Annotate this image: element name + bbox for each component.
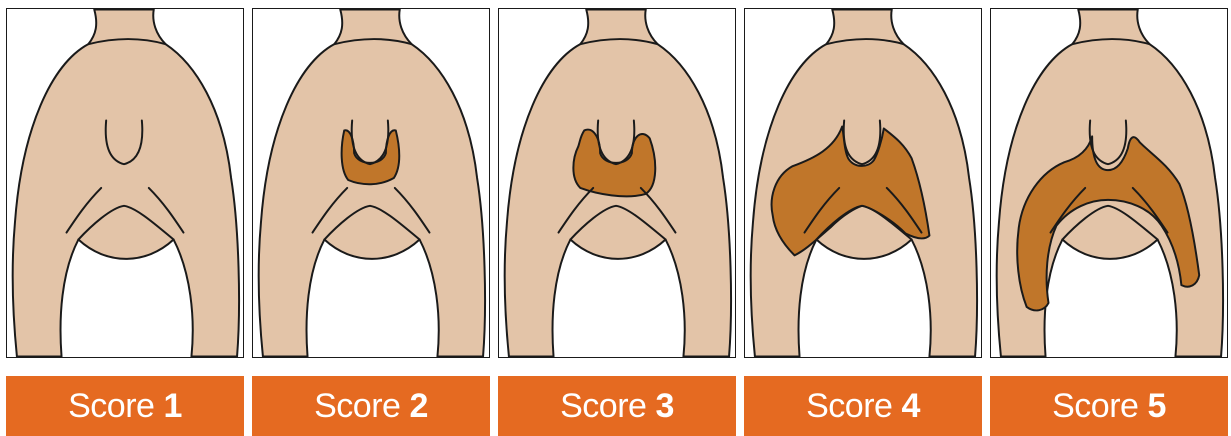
score-number: 2 — [409, 387, 427, 426]
score-5-label: Score 5 — [990, 376, 1228, 436]
score-5-illustration — [990, 8, 1228, 358]
score-1-label: Score 1 — [6, 376, 244, 436]
hindquarters-score-3-drawing — [499, 9, 735, 357]
score-word: Score — [68, 387, 154, 426]
score-word: Score — [1052, 387, 1138, 426]
score-word: Score — [314, 387, 400, 426]
score-4-label: Score 4 — [744, 376, 982, 436]
score-1-illustration — [6, 8, 244, 358]
score-2-label: Score 2 — [252, 376, 490, 436]
hindquarters-score-4-drawing — [745, 9, 981, 357]
score-number: 4 — [901, 387, 919, 426]
hindquarters-score-5-drawing — [991, 9, 1227, 357]
score-number: 3 — [655, 387, 673, 426]
hindquarters-body — [13, 9, 239, 356]
score-3-label: Score 3 — [498, 376, 736, 436]
hindquarters-score-1-drawing — [7, 9, 243, 357]
body-silhouette — [13, 9, 239, 356]
hindquarters-score-2-drawing — [253, 9, 489, 357]
score-4-illustration — [744, 8, 982, 358]
score-number: 5 — [1147, 387, 1165, 426]
score-3-illustration — [498, 8, 736, 358]
score-word: Score — [560, 387, 646, 426]
score-word: Score — [806, 387, 892, 426]
score-number: 1 — [163, 387, 181, 426]
score-2-illustration — [252, 8, 490, 358]
